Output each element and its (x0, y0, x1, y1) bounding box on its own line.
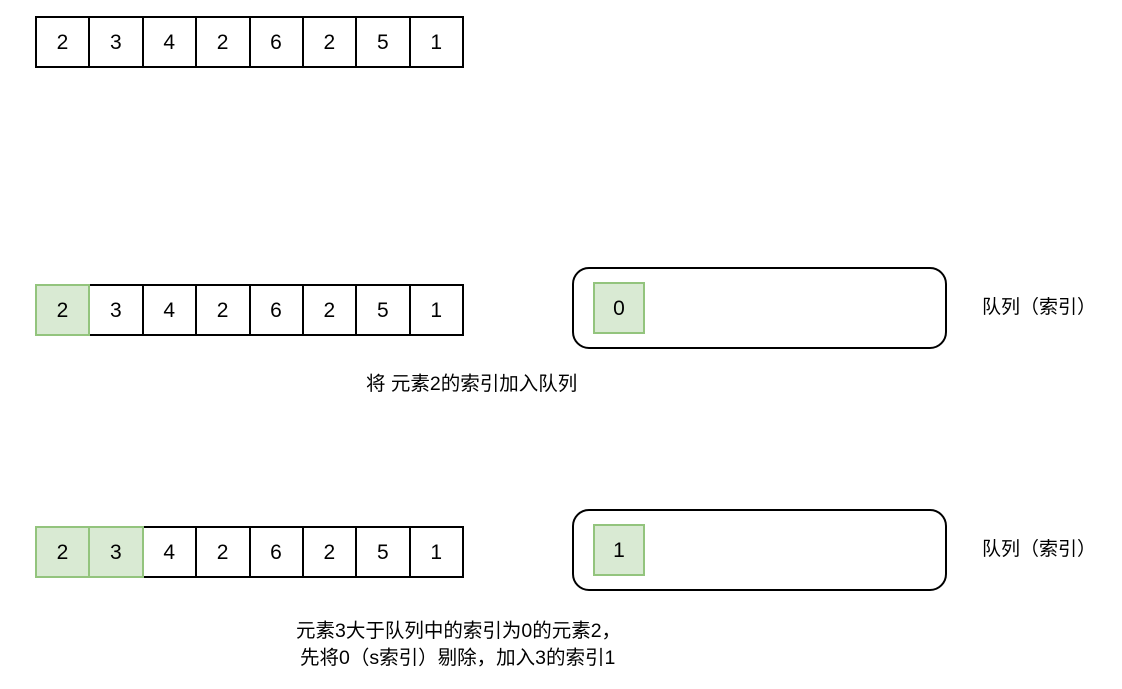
array-cell: 2 (301, 284, 358, 336)
array-cell-highlighted: 2 (35, 526, 91, 578)
queue-container-step-push: 0 (572, 267, 947, 349)
array-cell: 2 (35, 16, 91, 68)
array-cell: 5 (355, 16, 411, 68)
queue-container-step-pop-push: 1 (572, 509, 947, 591)
array-cell: 3 (88, 16, 144, 68)
array-cell: 5 (355, 284, 411, 336)
step-caption-pop-push-line1: 元素3大于队列中的索引为0的元素2， (296, 620, 622, 642)
array-row-step-push: 2 3 4 2 6 2 5 1 (35, 284, 465, 336)
array-cell: 4 (141, 526, 198, 578)
step-caption-pop-push-line2: 先将0（s索引）剔除，加入3的索引1 (300, 647, 616, 669)
array-cell-highlighted: 2 (35, 284, 91, 336)
array-cell: 4 (141, 284, 198, 336)
array-cell: 2 (195, 284, 251, 336)
array-cell: 3 (88, 284, 144, 336)
array-cell: 6 (248, 284, 304, 336)
array-cell: 1 (408, 16, 465, 68)
array-cell: 1 (408, 284, 465, 336)
array-cell: 2 (301, 526, 358, 578)
array-row-step-pop-push: 2 3 4 2 6 2 5 1 (35, 526, 465, 578)
queue-item: 1 (593, 524, 645, 576)
array-cell: 2 (195, 16, 251, 68)
queue-item: 0 (593, 282, 645, 334)
array-cell: 6 (248, 526, 304, 578)
queue-label: 队列（索引） (982, 539, 1097, 560)
array-cell: 1 (408, 526, 465, 578)
array-cell: 5 (355, 526, 411, 578)
array-cell: 2 (195, 526, 251, 578)
array-cell: 6 (248, 16, 304, 68)
step-caption-push: 将 元素2的索引加入队列 (366, 373, 578, 395)
array-cell: 2 (301, 16, 358, 68)
array-row-initial: 2 3 4 2 6 2 5 1 (35, 16, 465, 68)
queue-label: 队列（索引） (982, 297, 1097, 318)
array-cell-highlighted: 3 (88, 526, 144, 578)
array-cell: 4 (141, 16, 198, 68)
